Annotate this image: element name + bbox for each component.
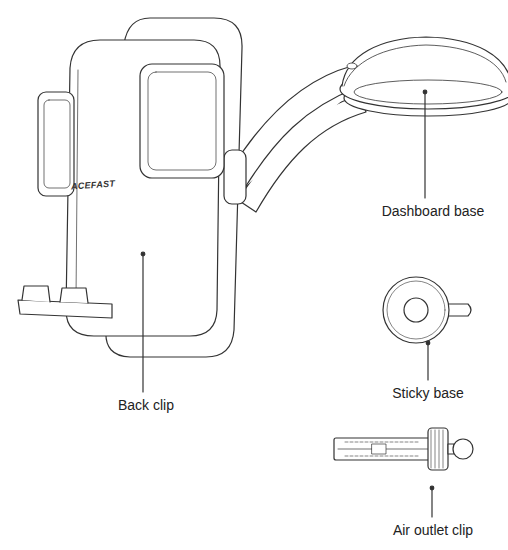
illustration-part (18, 300, 112, 318)
illustration-part (44, 100, 70, 188)
illustration-part (428, 428, 448, 470)
illustration-part (224, 150, 246, 204)
air-outlet-clip (334, 428, 473, 470)
part-label: Back clip (118, 397, 174, 414)
illustration-part (372, 444, 386, 454)
part-label: Air outlet clip (393, 522, 473, 539)
illustration-part (334, 438, 430, 460)
side-grip (38, 64, 224, 196)
illustration-part (446, 304, 471, 316)
illustration-part (60, 288, 88, 303)
illustration-part (246, 88, 356, 186)
illustration-part (431, 488, 432, 517)
illustration-part (142, 254, 143, 392)
illustration-part (344, 80, 508, 116)
illustration-part (345, 442, 420, 456)
illustration-part (404, 298, 428, 322)
illustration-part (22, 286, 50, 302)
dashboard-base (340, 37, 508, 116)
illustration-part (342, 37, 508, 86)
part-label: Sticky base (392, 385, 464, 402)
part-label: Dashboard base (382, 203, 485, 220)
illustration-part (424, 92, 425, 198)
sticky-base (383, 277, 471, 343)
illustration-part (427, 343, 428, 380)
illustration-part (140, 64, 224, 178)
illustration-part (38, 92, 74, 196)
illustration-part (431, 430, 443, 468)
leader-line (141, 90, 434, 517)
illustration-part (238, 95, 366, 212)
illustration-part (354, 80, 502, 104)
illustration-part (148, 72, 216, 170)
illustration-part (383, 277, 449, 343)
illustration-part (387, 281, 445, 339)
bottom-support (18, 286, 112, 318)
illustration-part (453, 439, 473, 459)
illustration-part (347, 63, 357, 69)
